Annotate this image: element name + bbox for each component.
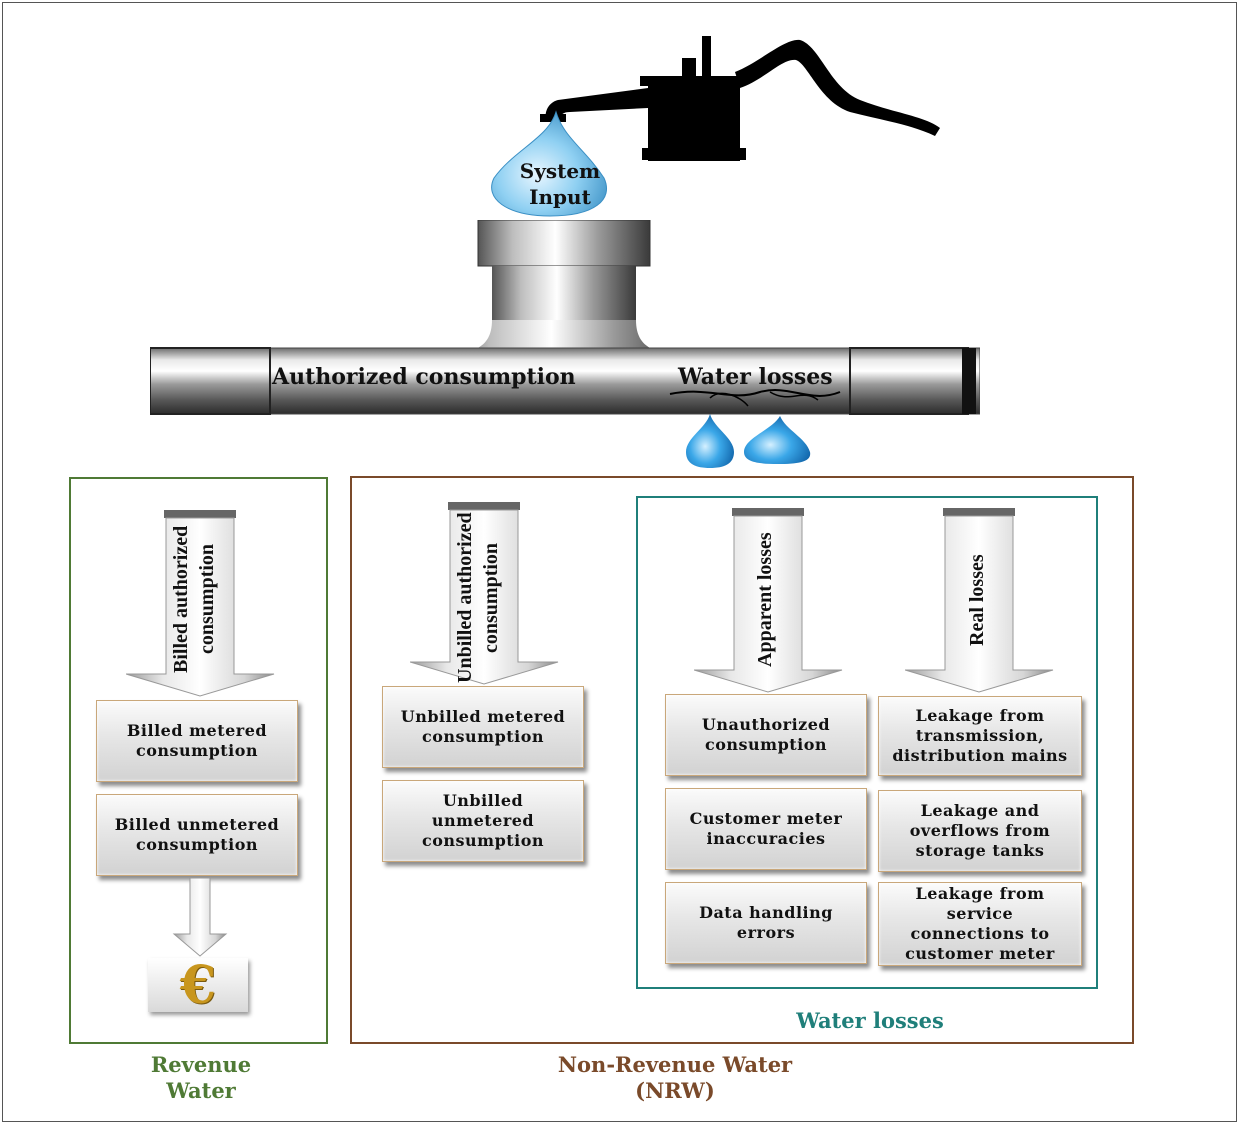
unbilled-authorized-label: Unbilled authorized consumption [454,512,502,684]
authorized-consumption-label: Authorized consumption [272,364,576,390]
revenue-water-caption: Revenue Water [150,1052,252,1103]
billed-authorized-label: Billed authorized consumption [170,525,218,673]
hand-pump-icon [540,36,940,161]
unbilled-metered-box: Unbilled metered consumption [382,686,584,768]
pipe-illustration [150,220,980,415]
euro-icon: € [148,954,248,1016]
to-revenue-arrow [172,878,228,957]
water-losses-box [636,496,1098,989]
unbilled-unmetered-box: Unbilled unmetered consumption [382,780,584,862]
data-handling-errors-box: Data handling errors [665,882,867,964]
unbilled-authorized-arrow [410,502,559,685]
water-losses-pipe-label: Water losses [678,364,833,390]
customer-meter-inaccuracies-box: Customer meter inaccuracies [665,788,867,870]
nrw-caption: Non-Revenue Water (NRW) [557,1052,793,1103]
leakage-storage-tanks-box: Leakage and overflows from storage tanks [878,790,1082,872]
unauthorized-consumption-box: Unauthorized consumption [665,694,867,776]
real-losses-label: Real losses [966,554,988,646]
revenue-water-box [69,477,328,1044]
billed-authorized-arrow [126,510,275,697]
apparent-losses-arrow [694,508,843,693]
apparent-losses-label: Apparent losses [754,532,776,668]
billed-metered-box: Billed metered consumption [96,700,298,782]
water-drop-icon [491,110,607,217]
euro-symbol: € [179,954,217,1016]
leak-drops-icon [686,414,811,468]
water-losses-caption: Water losses [796,1008,944,1033]
system-input-label: System Input [519,159,601,209]
non-revenue-water-box [350,476,1134,1044]
billed-unmetered-box: Billed unmetered consumption [96,794,298,876]
leakage-service-connections-box: Leakage from service connections to cust… [878,882,1082,966]
leakage-mains-box: Leakage from transmission, distribution … [878,696,1082,776]
real-losses-arrow [905,508,1054,693]
